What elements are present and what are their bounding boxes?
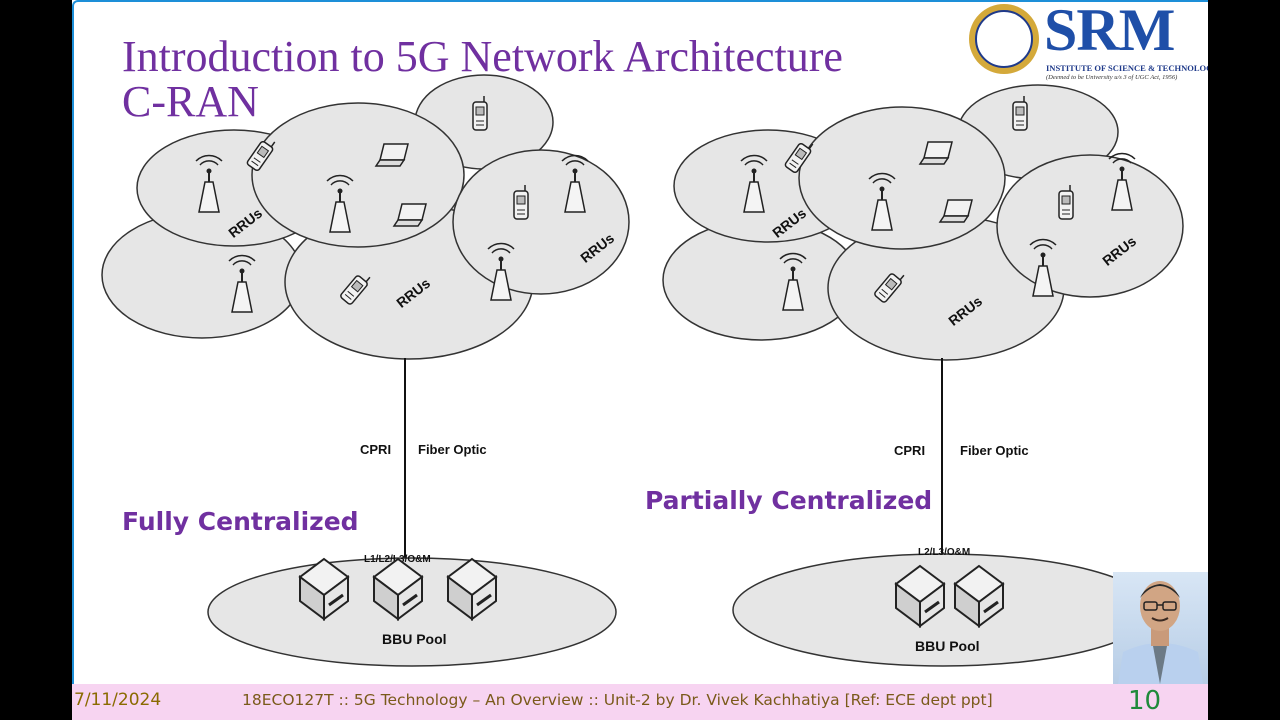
right-cpri-label: CPRI xyxy=(894,443,925,458)
slide-footer: 7/11/2024 18ECO127T :: 5G Technology – A… xyxy=(72,684,1208,720)
left-cpri-label: CPRI xyxy=(360,442,391,457)
left-pool-name: BBU Pool xyxy=(382,631,447,647)
left-fiber-label: Fiber Optic xyxy=(418,442,487,457)
caption-fully-centralized: Fully Centralized xyxy=(122,507,359,536)
footer-date: 7/11/2024 xyxy=(74,690,162,710)
title-line-2: C-RAN xyxy=(122,77,259,126)
presenter-avatar xyxy=(1113,572,1208,684)
title-line-1: Introduction to 5G Network Architecture xyxy=(122,32,843,81)
slide: RRUs RRUs RRUs CPRI Fiber Optic L1/L2/L3… xyxy=(72,0,1208,720)
caption-partially-centralized: Partially Centralized xyxy=(645,486,933,515)
slide-title: Introduction to 5G Network Architecture … xyxy=(122,34,843,124)
footer-text: 18ECO127T :: 5G Technology – An Overview… xyxy=(242,691,993,709)
right-pool-name: BBU Pool xyxy=(915,638,980,654)
logo-subtitle: INSTITUTE OF SCIENCE & TECHNOLOGY xyxy=(1046,63,1208,73)
right-rru-cloud xyxy=(662,84,1184,361)
right-fiber-label: Fiber Optic xyxy=(960,443,1029,458)
university-seal-icon xyxy=(969,4,1039,74)
cran-diagram: RRUs RRUs RRUs CPRI Fiber Optic L1/L2/L3… xyxy=(101,74,1184,667)
right-pool-layers: L2/L3/O&M xyxy=(918,547,970,558)
logo-tagline: (Deemed to be University u/s 3 of UGC Ac… xyxy=(1046,74,1178,81)
page-number: 10 xyxy=(1128,686,1162,716)
left-rru-cloud xyxy=(101,74,630,360)
srm-logo: SRM INSTITUTE OF SCIENCE & TECHNOLOGY (D… xyxy=(969,0,1208,82)
logo-wordmark: SRM xyxy=(1044,0,1175,63)
